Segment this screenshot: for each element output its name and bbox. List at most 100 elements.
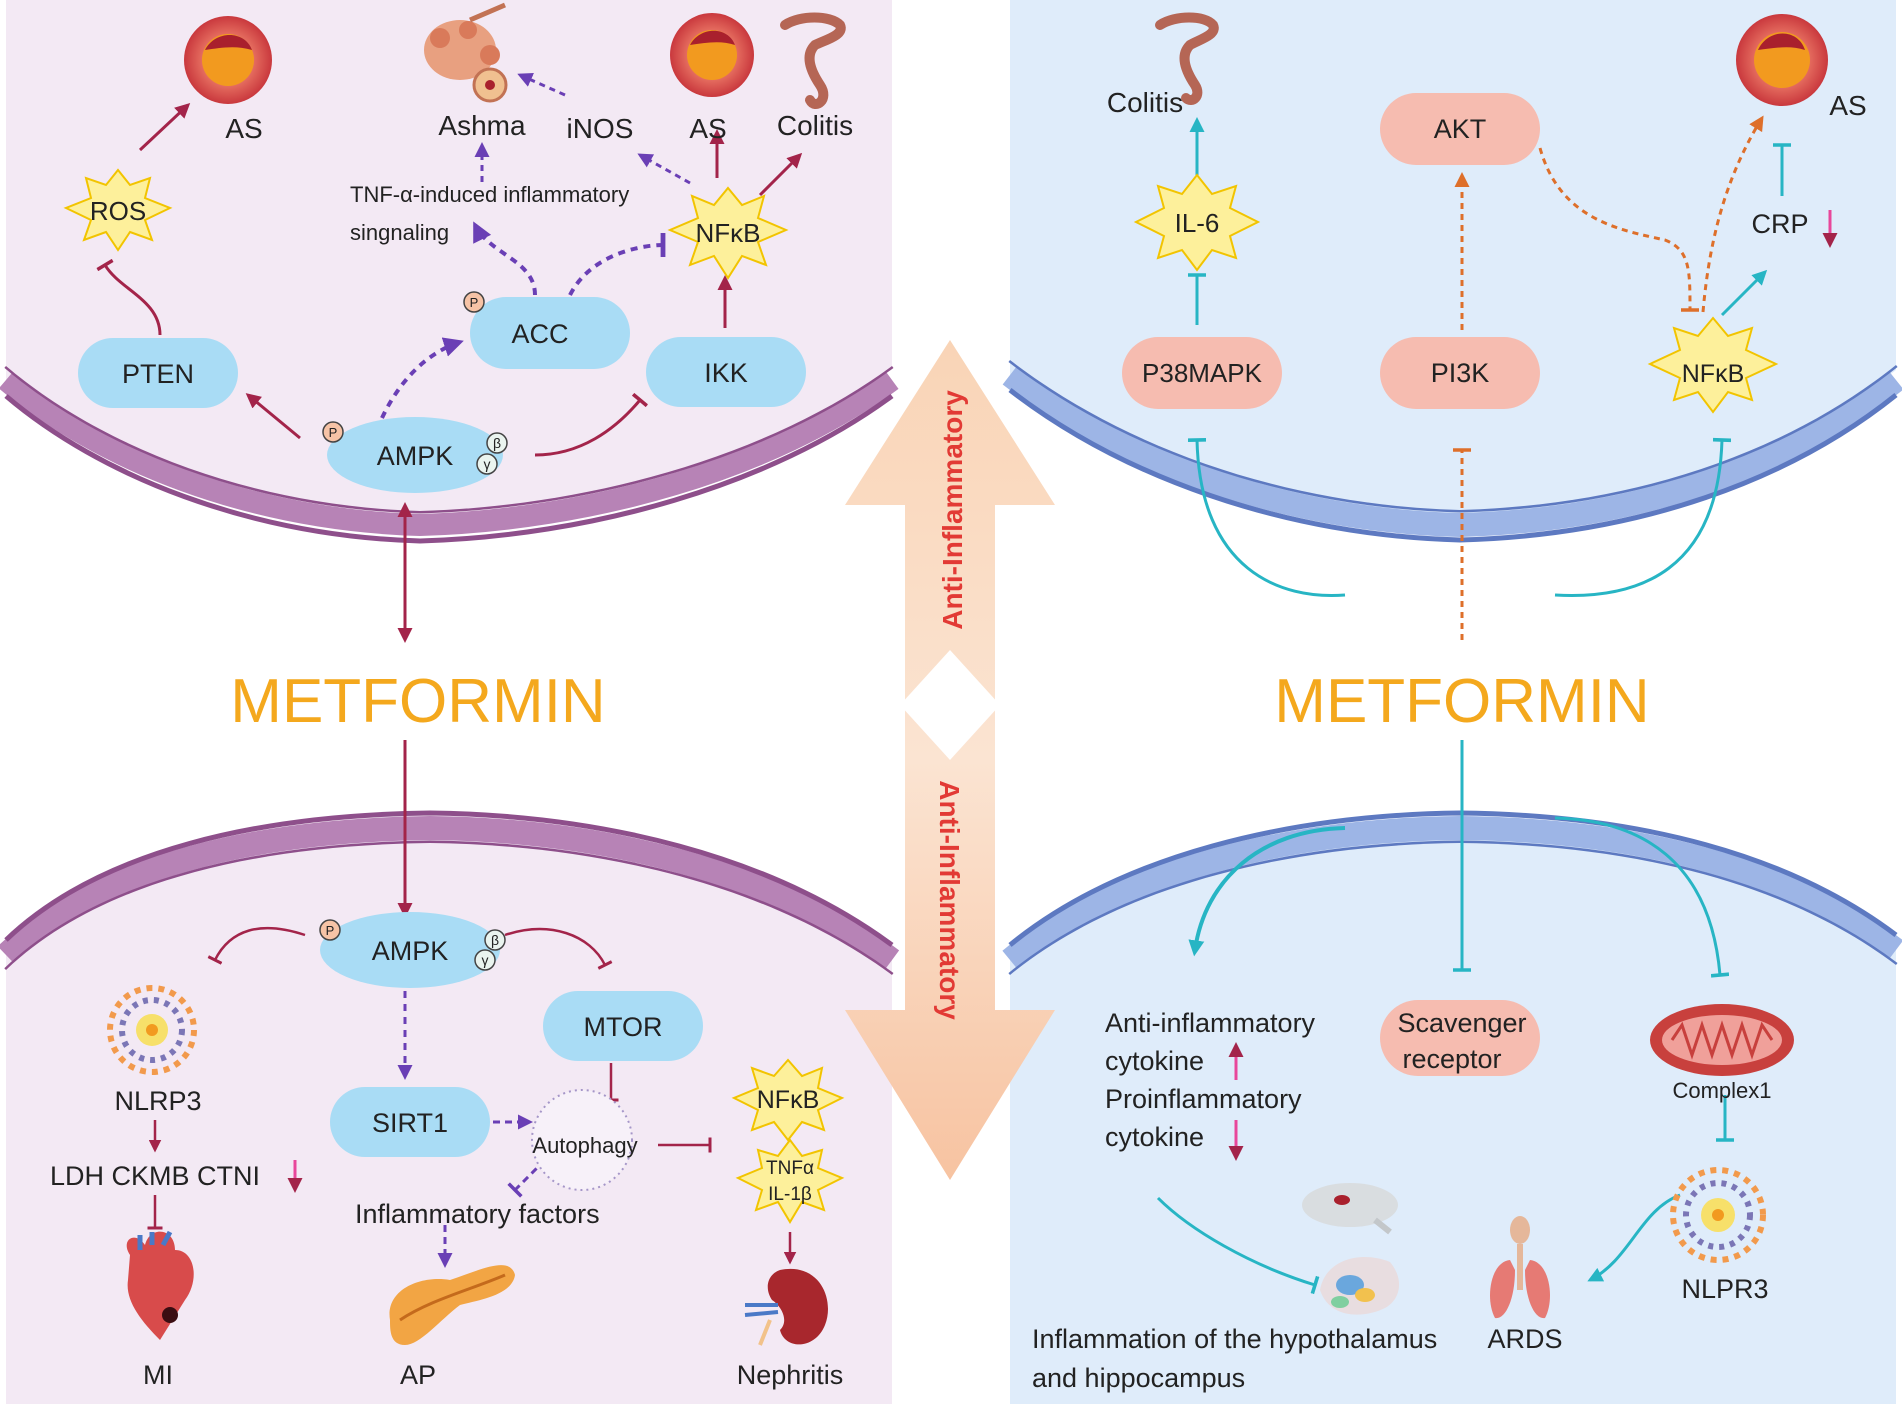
pten-node <box>78 338 238 408</box>
scavenger-line1: Scavenger <box>1397 1008 1526 1038</box>
il1b-label: IL-1β <box>768 1184 812 1205</box>
panel-bottom-right <box>1002 810 1902 1404</box>
akt-node <box>1380 93 1540 165</box>
nfkb-star-top-right <box>1647 316 1779 414</box>
mtor-node <box>543 991 703 1061</box>
sirt1-label: SIRT1 <box>372 1108 448 1138</box>
gamma-badge <box>476 453 498 475</box>
ashma-label: Ashma <box>438 110 526 141</box>
akt-nfkb-inhibit <box>1538 147 1700 312</box>
anti-cytokine-line2: cytokine <box>1105 1046 1204 1076</box>
inos-ashma-arrow <box>517 73 566 97</box>
beta-label: β <box>493 435 501 451</box>
top-left-content: PTEN ROS AS AMPK P β γ ACC P IKK NFκB <box>63 2 853 643</box>
hypothalamus-icon <box>1320 1257 1400 1315</box>
heart-icon <box>126 1230 194 1340</box>
metformin-right: METFORMIN <box>1274 667 1649 736</box>
artery-icon-right <box>1736 14 1828 106</box>
scavenger-line2: receptor <box>1402 1044 1501 1074</box>
complex1-label: Complex1 <box>1672 1078 1771 1103</box>
cytokine-hypothalamus-inhibit <box>1156 1196 1320 1295</box>
beta-badge-bottom <box>484 929 506 951</box>
phospho-badge <box>322 421 344 443</box>
ros-star <box>63 168 173 252</box>
as-label-1: AS <box>225 113 262 144</box>
metformin-left: METFORMIN <box>230 667 605 736</box>
acc-phospho-label: P <box>470 295 479 310</box>
tnf-signaling-line2: singnaling <box>350 220 449 245</box>
anti-inflammatory-top-label: Anti-Inflammatory <box>937 390 968 630</box>
membrane-bottom-left <box>0 815 900 970</box>
membrane-top-left <box>0 371 899 537</box>
nlpr3-label: NLPR3 <box>1681 1274 1768 1304</box>
as-label-2: AS <box>689 113 726 144</box>
intestine-icon-right <box>1155 12 1219 105</box>
il6-label: IL-6 <box>1175 208 1220 238</box>
tnfa-label: TNFα <box>766 1158 814 1179</box>
artery-icon-2 <box>670 13 754 97</box>
as-label-right: AS <box>1829 90 1866 121</box>
center-diamond <box>900 650 1000 760</box>
nfkb-label-bottom-left: NFκB <box>757 1086 820 1114</box>
metformin-complex1-inhibit <box>1554 816 1730 978</box>
gamma-label-bottom: γ <box>482 952 489 968</box>
ards-label: ARDS <box>1487 1324 1562 1354</box>
pi3k-label: PI3K <box>1431 358 1490 388</box>
akt-label: AKT <box>1434 114 1487 144</box>
beta-label-bottom: β <box>491 932 499 948</box>
metformin-cytokine-arrow <box>1188 826 1346 957</box>
inflammatory-factors-label: Inflammatory factors <box>355 1199 600 1229</box>
nfkb-inos-arrow <box>637 153 691 185</box>
hypothalamus-line2: and hippocampus <box>1032 1363 1245 1393</box>
anti-cytokine-line1: Anti-inflammatory <box>1105 1008 1316 1038</box>
sirt1-node <box>330 1087 490 1157</box>
acc-phospho-badge <box>463 291 485 313</box>
membrane-top-right <box>1002 365 1902 538</box>
mtor-label: MTOR <box>584 1012 663 1042</box>
ampk-node <box>327 417 503 493</box>
nlrp3-inflammasome-icon <box>107 985 197 1075</box>
tnf-signaling-line1: TNF-α-induced inflammatory <box>350 182 629 207</box>
phospho-badge-bottom <box>319 919 341 941</box>
brain-icon <box>1302 1183 1398 1235</box>
lungs-icon <box>1490 1216 1550 1319</box>
ikk-node <box>646 337 806 407</box>
top-right-content: Colitis IL-6 P38MAPK AKT PI3K AS CRP NFκ… <box>1107 12 1867 640</box>
metformin-p38-inhibit <box>1187 437 1346 598</box>
nfkb-colitis-arrow <box>758 152 803 197</box>
phospho-p-label-bottom: P <box>326 923 335 938</box>
pro-cytokine-line2: cytokine <box>1105 1122 1204 1152</box>
kidney-icon <box>744 1268 828 1346</box>
nfkb-as-arrow-right <box>1701 115 1764 313</box>
tnfa-il1b-star <box>735 1138 845 1224</box>
ampk-label: AMPK <box>377 441 454 471</box>
gamma-label: γ <box>484 456 491 472</box>
ampk-node-bottom <box>320 912 500 988</box>
ap-label: AP <box>400 1360 436 1390</box>
nfkb-star-top-left <box>667 186 789 280</box>
hypothalamus-line1: Inflammation of the hypothalamus <box>1032 1324 1437 1354</box>
nfkb-crp-arrow <box>1720 269 1768 317</box>
pi3k-node <box>1380 337 1540 409</box>
asthma-airway-icon <box>424 2 508 103</box>
ros-as-arrow <box>138 102 191 152</box>
ampk-acc-arrow <box>380 337 464 419</box>
pancreas-icon <box>389 1265 515 1345</box>
nlpr3-inflammasome-icon <box>1670 1167 1766 1263</box>
nfkb-star-bottom-left <box>731 1058 845 1142</box>
beta-badge <box>486 432 508 454</box>
panel-bottom-left <box>0 810 900 1404</box>
acc-node <box>470 297 630 369</box>
colitis-label-top-right: Colitis <box>1107 87 1183 118</box>
nlpr3-ards-arrow <box>1587 1193 1681 1282</box>
pro-cytokine-line1: Proinflammatory <box>1105 1084 1302 1114</box>
pten-label: PTEN <box>122 359 194 389</box>
ampk-nlrp3-inhibit <box>207 926 306 965</box>
autophagy-label: Autophagy <box>532 1133 637 1158</box>
nlrp3-label: NLRP3 <box>114 1086 201 1116</box>
colitis-label-top-left: Colitis <box>777 110 853 141</box>
scavenger-receptor-node <box>1380 1000 1540 1076</box>
membrane-bottom-right <box>1002 815 1902 970</box>
